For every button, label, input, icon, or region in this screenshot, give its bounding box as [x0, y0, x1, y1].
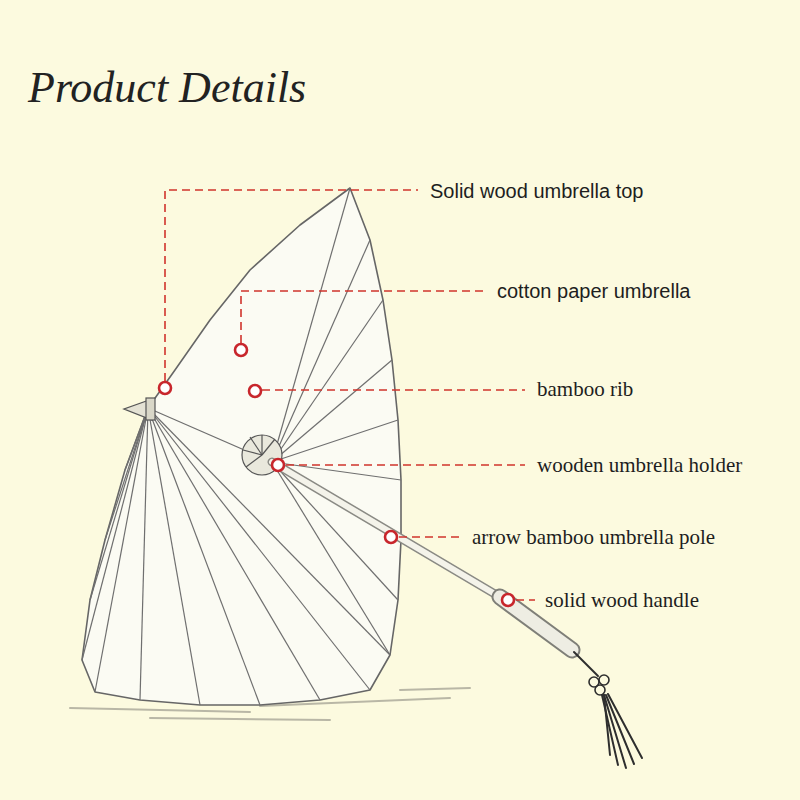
rib — [272, 360, 392, 462]
rib — [272, 462, 390, 655]
rib — [272, 188, 350, 462]
canopy-ribs — [82, 188, 401, 705]
leader-line — [262, 389, 525, 391]
callout-dot — [502, 594, 514, 606]
shadow-stroke — [150, 718, 330, 720]
rib — [272, 240, 370, 462]
tassel-strand — [604, 695, 610, 755]
rib — [82, 408, 148, 660]
part-label: cotton paper umbrella — [497, 280, 690, 303]
umbrella-pole — [272, 462, 572, 650]
callout-dot — [272, 459, 284, 471]
umbrella-finial — [124, 398, 155, 420]
leader-line — [516, 599, 535, 601]
leader-line — [399, 536, 462, 538]
finial-collar — [146, 398, 155, 420]
part-label: solid wood handle — [545, 588, 699, 613]
rib — [140, 408, 148, 700]
part-label: Solid wood umbrella top — [430, 180, 643, 203]
cord — [574, 652, 598, 676]
leader-line — [286, 464, 525, 466]
holder-spoke — [246, 455, 262, 467]
leader-line — [241, 291, 485, 343]
rib — [272, 420, 398, 462]
holder-spoke — [261, 435, 262, 455]
rib — [272, 300, 383, 462]
pole-outline — [272, 462, 505, 600]
tassel — [574, 652, 642, 768]
holder-spoke — [243, 450, 262, 455]
rib — [90, 408, 148, 600]
rib — [95, 408, 148, 692]
rib — [148, 408, 200, 705]
holder-spoke — [262, 439, 275, 455]
leader-line — [165, 190, 418, 381]
rib — [148, 408, 370, 690]
shadow-stroke — [400, 688, 470, 690]
part-label: arrow bamboo umbrella pole — [472, 525, 715, 550]
umbrella-canopy — [82, 188, 401, 705]
page-title: Product Details — [28, 62, 306, 113]
part-label: bamboo rib — [537, 377, 633, 402]
callout-dot — [385, 531, 397, 543]
callout-dots — [159, 344, 514, 606]
knot — [599, 675, 609, 685]
tassel-strand — [608, 694, 642, 758]
pole — [272, 462, 505, 600]
rib — [105, 408, 148, 540]
callout-dot — [159, 382, 171, 394]
knot — [595, 685, 605, 695]
rib — [272, 462, 398, 600]
shadow-stroke — [70, 708, 250, 712]
callout-dot — [249, 385, 261, 397]
part-label: wooden umbrella holder — [537, 453, 742, 478]
callout-dot — [235, 344, 247, 356]
